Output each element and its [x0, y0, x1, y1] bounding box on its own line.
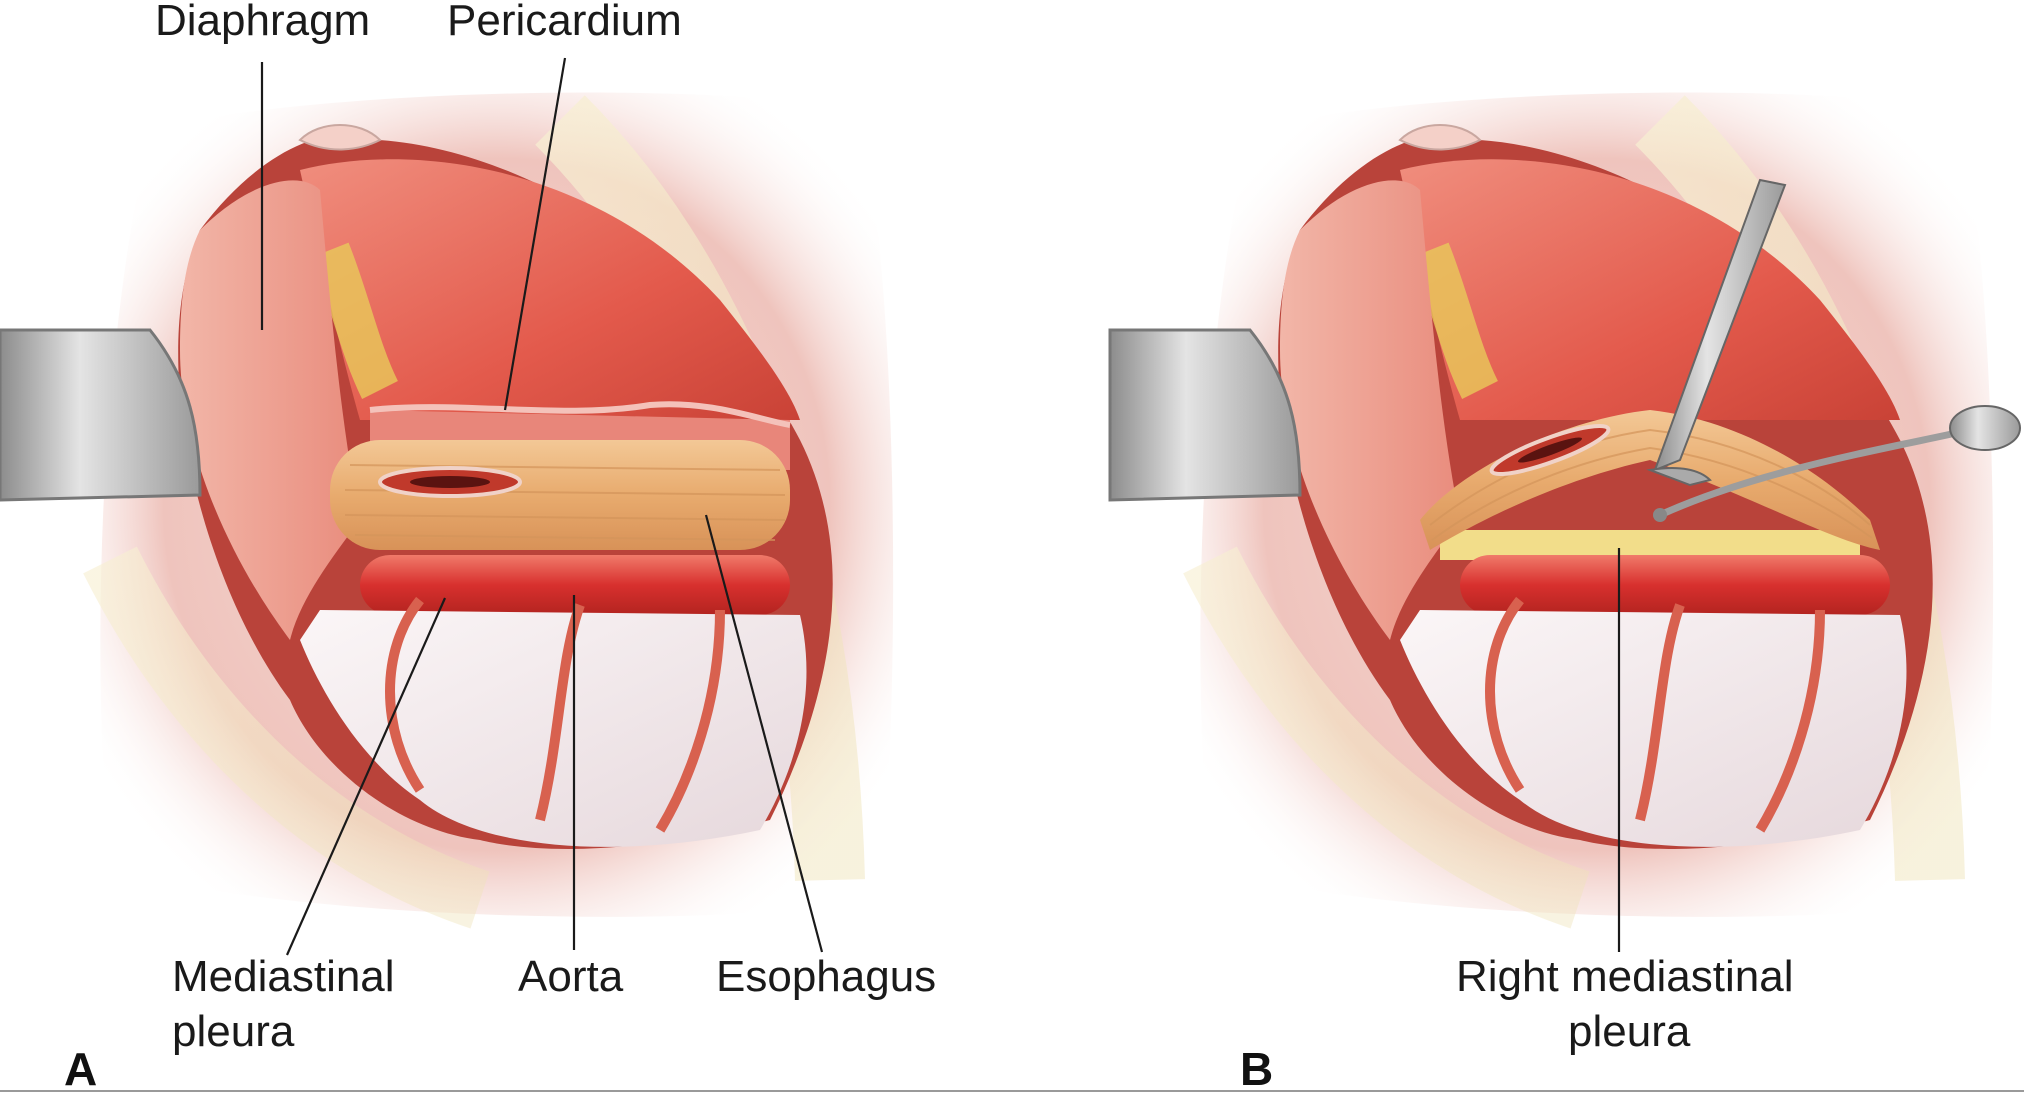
- diaphragm-b: [1280, 180, 1460, 641]
- retractor-a: [0, 328, 202, 502]
- label-mediastinal-pleura-line1: Mediastinal: [172, 952, 395, 1001]
- label-pericardium: Pericardium: [447, 0, 682, 45]
- forceps-instrument: [1653, 178, 1787, 472]
- leader-lines: [260, 57, 1621, 956]
- label-mediastinal-pleura-line2: pleura: [172, 1007, 295, 1056]
- label-right-mediastinal-pleura-line2: pleura: [1568, 1007, 1691, 1056]
- fat-bed-b: [1440, 530, 1860, 560]
- label-right-mediastinal-pleura-line1: Right mediastinal: [1456, 952, 1794, 1001]
- aorta-a: [360, 555, 790, 615]
- retractor-b: [1108, 328, 1302, 502]
- leader-mediastinal-pleura: [285, 597, 447, 956]
- leader-esophagus: [704, 514, 824, 953]
- label-aorta: Aorta: [518, 952, 624, 1001]
- diaphragm-a: [180, 180, 360, 641]
- leader-pericardium: [503, 57, 567, 411]
- intercostal-vessels-b: [1485, 596, 1825, 833]
- panel-b-illustration: [1108, 92, 2021, 929]
- probe-instrument: [1658, 426, 1971, 519]
- lung-b: [1400, 159, 1900, 420]
- bottom-rule: [0, 1090, 2024, 1092]
- label-esophagus: Esophagus: [716, 952, 937, 1001]
- panel-letter-a: A: [64, 1043, 98, 1095]
- aorta-b: [1460, 555, 1890, 615]
- label-diaphragm: Diaphragm: [155, 0, 371, 45]
- panel-a-illustration: [0, 92, 894, 929]
- lung-a: [300, 159, 800, 420]
- panel-letter-b: B: [1240, 1043, 1274, 1095]
